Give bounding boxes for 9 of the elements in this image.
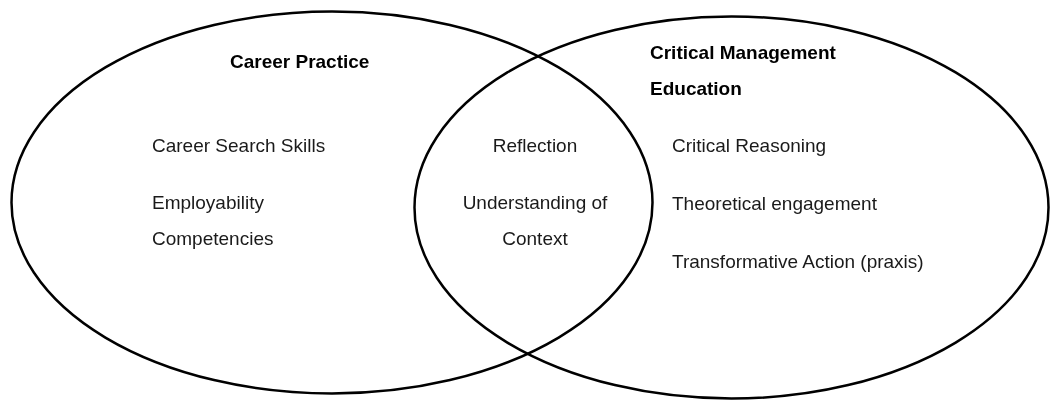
set-item: Career Search Skills: [152, 134, 327, 158]
set-item: Theoretical engagement: [672, 192, 878, 216]
set-item: Employability Competencies: [152, 191, 275, 251]
overlap-item: Understanding of Context: [461, 191, 609, 251]
set-item: Transformative Action (praxis): [672, 250, 925, 274]
set-item: Critical Reasoning: [672, 134, 828, 158]
set-heading: Critical Management Education: [650, 41, 837, 101]
overlap-item: Reflection: [491, 134, 579, 158]
set-heading: Career Practice: [230, 50, 371, 74]
